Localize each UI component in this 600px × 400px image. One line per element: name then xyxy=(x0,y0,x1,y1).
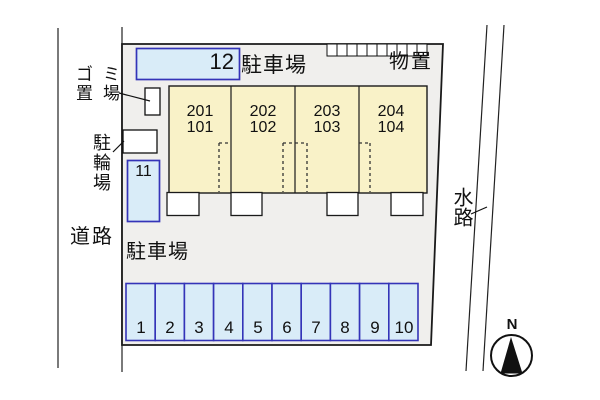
compass-north-label: N xyxy=(506,316,518,333)
bicycle-parking-label: 駐輪場 xyxy=(91,133,111,193)
stall-number-8: 8 xyxy=(340,318,350,337)
stall-number-4: 4 xyxy=(224,318,234,337)
unit-lower-number: 101 xyxy=(186,118,214,136)
stall-number-3: 3 xyxy=(194,318,204,337)
bicycle-label-pointer-line xyxy=(112,140,125,153)
unit-label-202-102: 202 102 xyxy=(231,104,295,135)
unit-lower-number: 103 xyxy=(313,118,341,136)
stall-number-5: 5 xyxy=(253,318,263,337)
unit-lower-number: 102 xyxy=(249,118,277,136)
unit-upper-number: 203 xyxy=(313,103,341,120)
stall-number-9: 9 xyxy=(370,318,380,337)
waterway-label: 水路 xyxy=(450,187,472,227)
waterway-left-line xyxy=(465,24,488,372)
garbage-label-line1: ゴミ xyxy=(76,65,130,84)
parking-lot-label-top: 駐車場 xyxy=(241,54,307,77)
unit-upper-number: 201 xyxy=(186,103,214,120)
unit-label-201-101: 201 101 xyxy=(168,104,232,135)
parking-stall-12 xyxy=(135,47,241,81)
unit-label-203-103: 203 103 xyxy=(295,104,359,135)
unit-upper-number: 204 xyxy=(377,103,405,120)
building-outline xyxy=(168,85,428,194)
bicycle-parking-box xyxy=(122,129,158,154)
stall-number-7: 7 xyxy=(311,318,321,337)
garbage-area-label: ゴミ 置場 xyxy=(76,65,130,103)
stall-12-number: 12 xyxy=(209,49,234,74)
unit-upper-number: 202 xyxy=(249,103,277,120)
parking-lot-label-bottom: 駐車場 xyxy=(126,241,189,263)
storage-lockers xyxy=(326,43,428,57)
dashed-partition-lines xyxy=(218,142,371,192)
parking-stall-row xyxy=(125,282,419,342)
compass-needle-icon xyxy=(500,337,523,374)
garbage-label-pointer-line xyxy=(118,92,151,102)
road-label: 道路 xyxy=(70,226,114,248)
garbage-label-line2: 置場 xyxy=(76,84,130,103)
waterway-label-pointer-line xyxy=(470,206,488,215)
stall-number-6: 6 xyxy=(282,318,292,337)
storage-label: 物置 xyxy=(389,51,433,73)
stall-number-10: 10 xyxy=(394,318,414,337)
waterway-right-line xyxy=(482,24,505,372)
unit-lower-number: 104 xyxy=(377,118,405,136)
unit-label-204-104: 204 104 xyxy=(359,104,423,135)
stall-number-1: 1 xyxy=(136,318,146,337)
entrance-porches xyxy=(166,191,424,217)
stall-11-number: 11 xyxy=(135,163,152,180)
parking-stall-11 xyxy=(126,159,161,223)
stall-number-2: 2 xyxy=(165,318,175,337)
garbage-area-box xyxy=(144,87,161,116)
